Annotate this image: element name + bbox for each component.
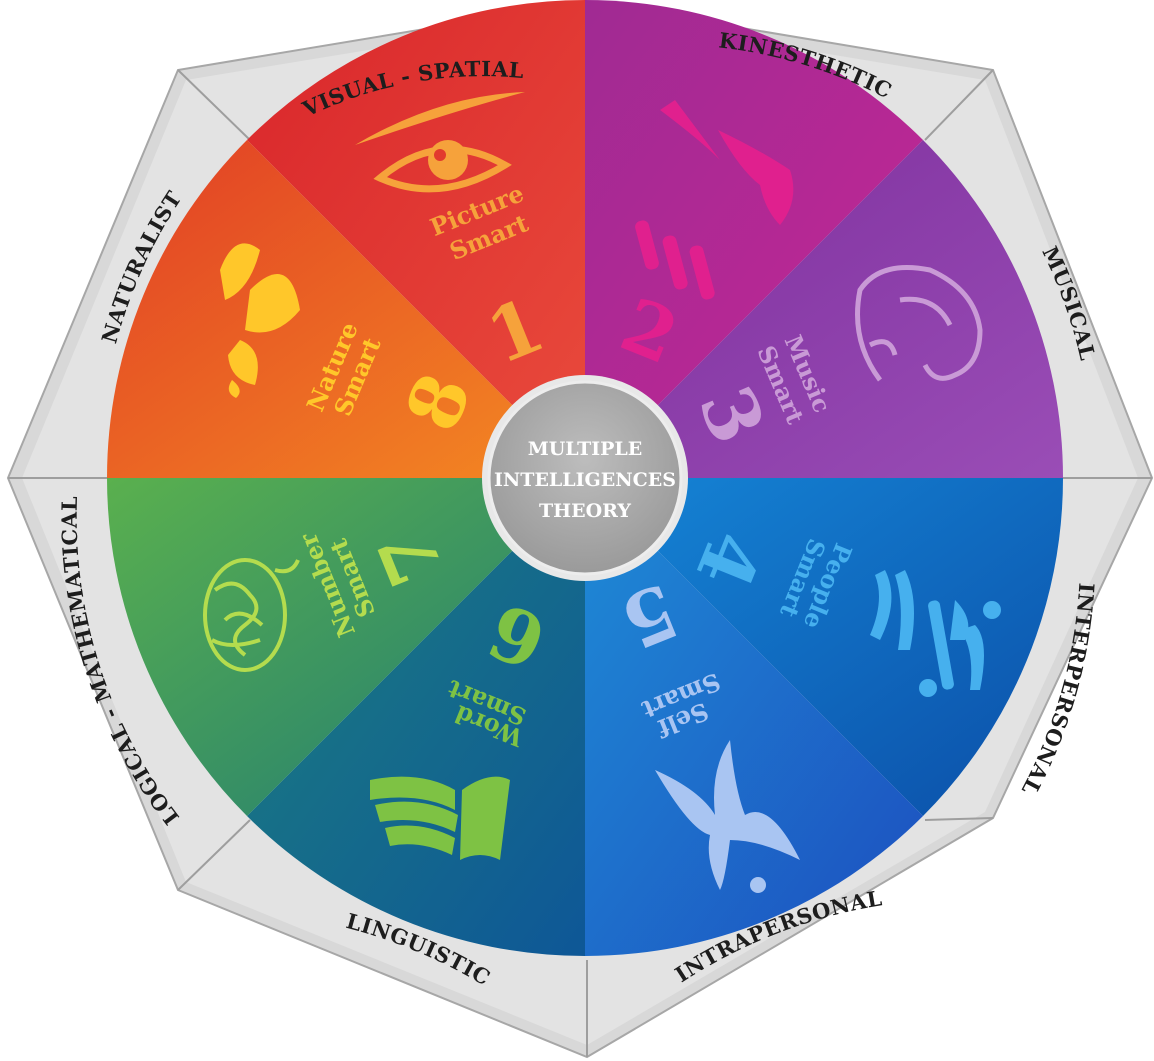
segment-7-wedge [107, 478, 585, 816]
segment-4-wedge [585, 478, 1063, 816]
segment-1-wedge [247, 0, 585, 478]
book-icon [370, 776, 510, 860]
center-hub: MULTIPLE INTELLIGENCES THEORY [482, 375, 688, 581]
leaf-icon [220, 243, 300, 398]
center-title-line3: THEORY [539, 500, 631, 522]
people-icon [870, 570, 1001, 697]
hand-icon [635, 100, 794, 300]
segment-5-wedge [585, 478, 923, 956]
segment-8-wedge [107, 140, 585, 478]
brain-icon [203, 558, 300, 672]
segment-3-wedge [585, 140, 1063, 478]
wheel-segments [107, 0, 1063, 956]
person-icon [655, 740, 800, 893]
ear-icon [855, 265, 983, 382]
segment-2-wedge [585, 0, 923, 478]
eye-icon [355, 92, 525, 193]
center-title-line2: INTELLIGENCES [494, 469, 676, 491]
center-title-line1: MULTIPLE [528, 438, 643, 460]
